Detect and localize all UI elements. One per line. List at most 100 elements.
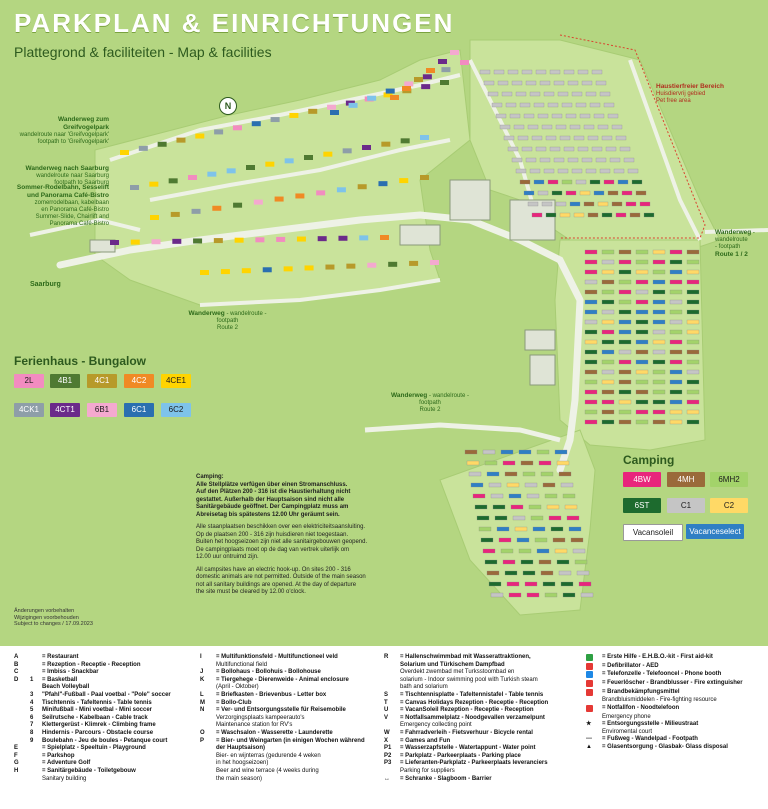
camping-plot bbox=[535, 69, 547, 75]
camping-plot bbox=[540, 471, 554, 477]
camping-plot bbox=[618, 369, 632, 375]
camping-plot bbox=[584, 409, 598, 415]
camping-plot bbox=[615, 135, 627, 141]
camping-plot bbox=[546, 504, 560, 510]
camping-plot bbox=[559, 212, 571, 218]
camping-plot bbox=[524, 581, 538, 587]
bungalow-plot bbox=[330, 110, 339, 115]
road-east bbox=[628, 59, 702, 241]
legend-row: Emergency phone bbox=[602, 713, 651, 720]
bungalow-plot bbox=[336, 187, 346, 193]
camping-plot bbox=[564, 504, 578, 510]
bungalow-plot bbox=[460, 60, 469, 65]
camping-plot bbox=[686, 329, 700, 335]
bungalow-plot bbox=[157, 141, 167, 147]
park-map[interactable]: PARKPLAN & EINRICHTUNGEN Plattegrond & f… bbox=[0, 0, 768, 646]
camping-plot bbox=[584, 309, 598, 315]
camping-plot bbox=[576, 570, 590, 576]
pet-free-boundary bbox=[559, 34, 706, 239]
camping-plot bbox=[611, 124, 623, 130]
camping-plot bbox=[686, 359, 700, 365]
camping-plot bbox=[527, 201, 539, 207]
camping-plot bbox=[567, 80, 579, 86]
camping-plot bbox=[635, 389, 649, 395]
camping-plot bbox=[618, 409, 632, 415]
camping-plot bbox=[686, 309, 700, 315]
camping-plot bbox=[555, 124, 567, 130]
camping-plot bbox=[573, 212, 585, 218]
camping-plot bbox=[549, 69, 561, 75]
legend-row: M= Bollo-Club bbox=[200, 699, 252, 706]
camping-plot bbox=[652, 399, 666, 405]
camping-plot bbox=[517, 135, 529, 141]
road-route2 bbox=[364, 422, 561, 443]
camping-plot bbox=[529, 168, 541, 174]
facility-icon bbox=[586, 671, 593, 679]
camping-plot bbox=[618, 259, 632, 265]
camping-type-6mh2: 6MH2 bbox=[710, 472, 748, 487]
camping-plot bbox=[478, 526, 492, 532]
camping-plot bbox=[584, 419, 598, 425]
camping-plot bbox=[538, 559, 552, 565]
label-haustierfrei: Haustierfreier Bereich Huisdiervrij gebi… bbox=[656, 83, 724, 104]
camping-plot bbox=[669, 409, 683, 415]
camping-plot bbox=[652, 389, 666, 395]
camping-plot bbox=[669, 309, 683, 315]
camping-plot bbox=[635, 319, 649, 325]
camping-plot bbox=[584, 369, 598, 375]
camping-plot bbox=[669, 419, 683, 425]
camping-plot bbox=[607, 190, 619, 196]
camping-plot bbox=[468, 471, 482, 477]
camping-plot bbox=[536, 449, 550, 455]
camping-plot bbox=[635, 190, 647, 196]
camping-plot bbox=[635, 409, 649, 415]
camping-plot bbox=[482, 548, 496, 554]
camping-plot bbox=[635, 259, 649, 265]
label-saarburg-walk: Wanderweg nach Saarburg wandelroute naar… bbox=[25, 165, 109, 186]
camping-plot bbox=[635, 419, 649, 425]
camping-plot bbox=[618, 289, 632, 295]
camping-plot bbox=[553, 80, 565, 86]
legend-row: solarium - Indoor swimming pool with Tur… bbox=[400, 676, 538, 683]
bungalow-plot bbox=[283, 266, 293, 272]
bungalow-plot bbox=[195, 133, 205, 139]
camping-plot bbox=[472, 493, 486, 499]
camping-plot bbox=[601, 389, 615, 395]
camping-plot bbox=[618, 419, 632, 425]
camping-plot bbox=[506, 482, 520, 488]
parking-area bbox=[89, 239, 116, 253]
camping-plot bbox=[601, 379, 615, 385]
camping-plot bbox=[686, 389, 700, 395]
legend-row: I= Multifunktionsfeld - Multifunctioneel… bbox=[200, 654, 338, 660]
road-loop bbox=[109, 73, 461, 162]
camping-plot bbox=[601, 339, 615, 345]
camping-plot bbox=[540, 570, 554, 576]
legend-row: = Feuerlöscher - Brandblusser - Fire ext… bbox=[586, 680, 766, 689]
camping-plot bbox=[557, 91, 569, 97]
camping-plot bbox=[652, 249, 666, 255]
camping-plot bbox=[501, 91, 513, 97]
camping-plot bbox=[652, 339, 666, 345]
bungalow-plot bbox=[233, 202, 243, 208]
legend-row: Bier- en wijnterras (gedurende 4 weken bbox=[216, 752, 321, 759]
camping-plot bbox=[560, 482, 574, 488]
camping-plot bbox=[601, 249, 615, 255]
camping-plot bbox=[603, 102, 615, 108]
camping-plot bbox=[493, 69, 505, 75]
bungalow-plot bbox=[404, 81, 414, 87]
bungalow-plot bbox=[420, 175, 429, 180]
camping-plot bbox=[618, 279, 632, 285]
camping-plot bbox=[589, 102, 601, 108]
legend-row: H= Sanitärgebäude - Toiletgebouw bbox=[14, 767, 136, 774]
bungalow-plot bbox=[212, 205, 222, 211]
camping-plot bbox=[591, 146, 603, 152]
compass-icon: N bbox=[219, 97, 237, 115]
camping-plot bbox=[652, 279, 666, 285]
legend-row: = Notfallfon - Noodtelefoon bbox=[586, 704, 766, 714]
camping-plot bbox=[511, 80, 523, 86]
camping-plot bbox=[484, 460, 498, 466]
service-building-2 bbox=[529, 354, 556, 386]
bungalow-plot bbox=[426, 68, 435, 73]
camping-plot bbox=[601, 319, 615, 325]
